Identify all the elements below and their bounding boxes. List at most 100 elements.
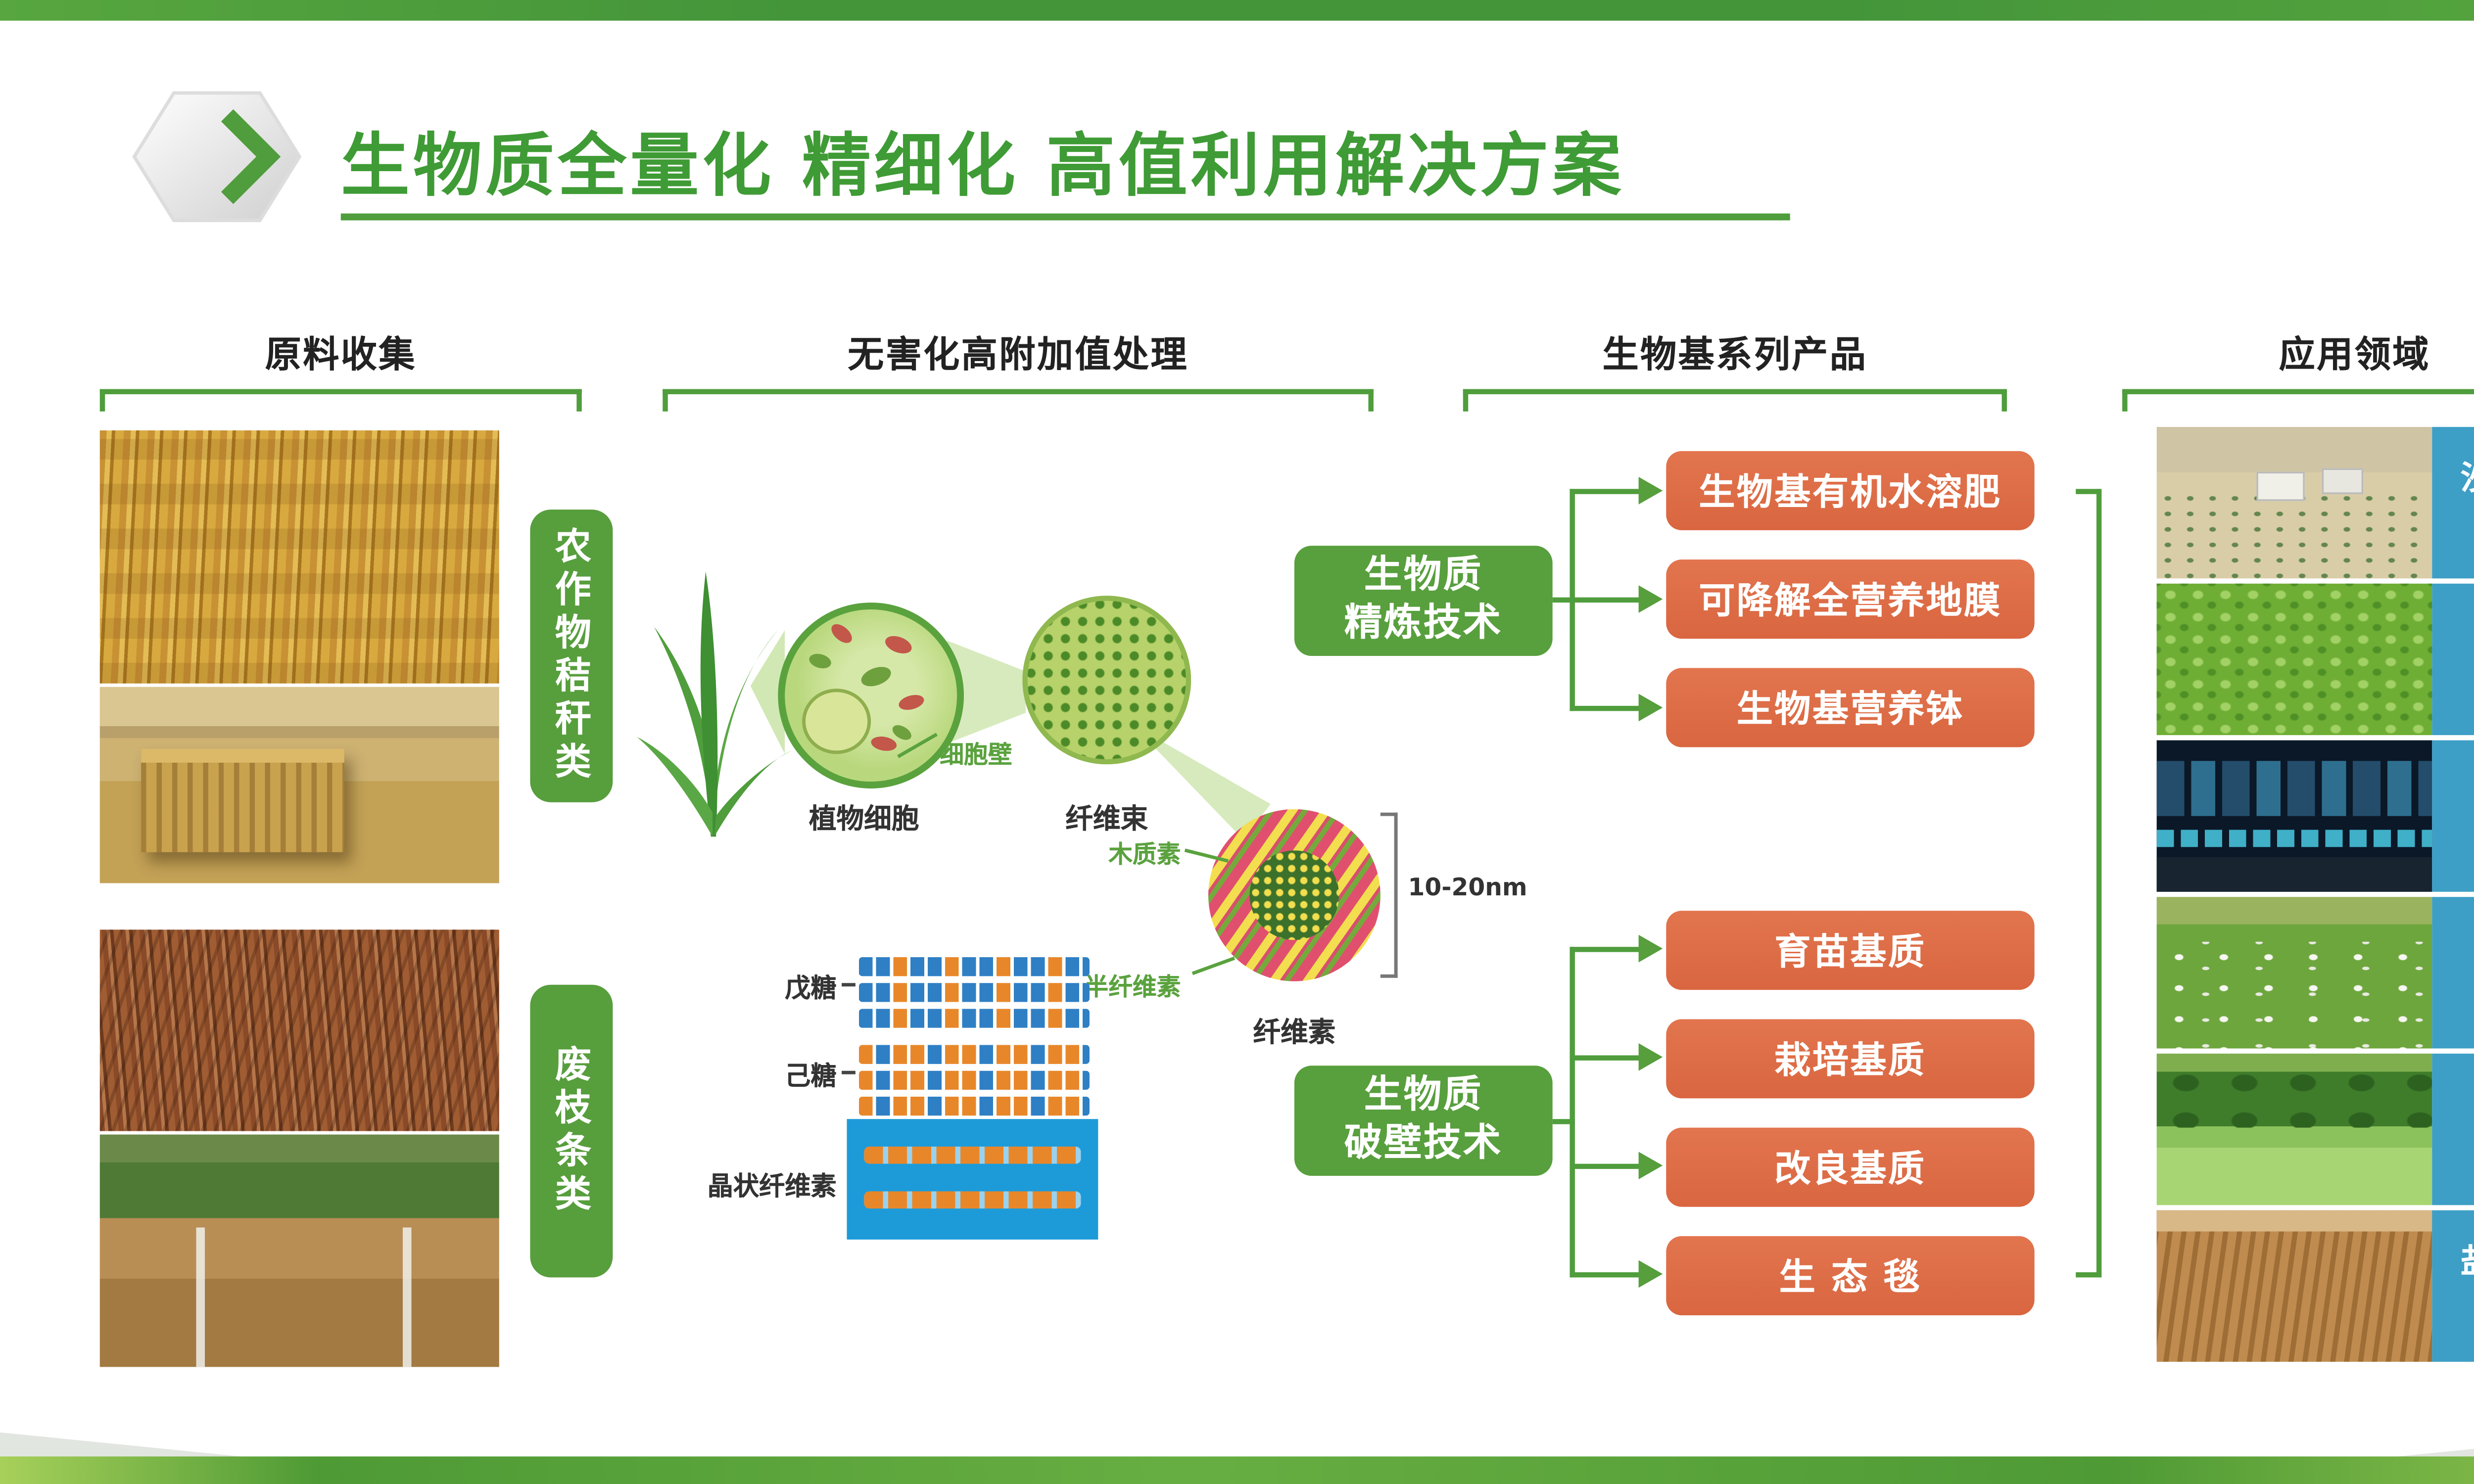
screens-band: [2156, 761, 2432, 816]
pill-refining-line1: 生物质: [1364, 554, 1483, 598]
desert-sign: [2256, 471, 2305, 501]
bottom-ribbon-right: [2363, 1432, 2474, 1460]
connector: [1552, 1119, 1575, 1124]
arrow-icon: [1638, 477, 1663, 505]
nm-scale-line: [1394, 812, 1398, 978]
pill-refining-line2: 精炼技术: [1344, 603, 1503, 646]
arrow-icon: [1638, 694, 1663, 722]
arrow-icon: [1638, 1260, 1663, 1288]
pill-breaking-line2: 破壁技术: [1344, 1122, 1503, 1166]
bracket-products: [1463, 389, 2007, 394]
pentose-dash: [842, 983, 856, 987]
hexagon-bullet-icon: [132, 91, 302, 222]
cell-nucleus: [802, 689, 871, 754]
product-label: 生物基有机水溶肥: [1699, 471, 2002, 513]
bracket-tick: [576, 389, 582, 412]
cell-organelle: [883, 633, 914, 657]
bracket-applications: [2122, 389, 2474, 394]
app-label-saline-improvement: 盐碱地 改良: [2432, 1210, 2474, 1362]
bracket-tick: [1368, 389, 1374, 412]
photo-control-room: [2156, 740, 2432, 892]
microfibril-core: [1249, 850, 1339, 940]
bracket-tick: [1463, 389, 1469, 412]
label-scale: 10-20nm: [1408, 874, 1527, 902]
photo-desert-control: [2156, 427, 2432, 579]
pentose-chain-row: [858, 983, 1090, 1002]
label-hemicellulose: 半纤维素: [1084, 974, 1181, 1002]
applications-bracket-tick: [2076, 489, 2100, 494]
hemicellulose-pointer: [1191, 956, 1236, 975]
vine-posts: [99, 1227, 499, 1367]
photo-straw-bales: [99, 687, 499, 883]
connector: [1570, 1055, 1642, 1061]
product-ecological-blanket: 生 态 毯: [1666, 1236, 2035, 1315]
label-fiber-bundle: 纤维束: [1065, 802, 1148, 835]
cell-chloroplast: [808, 651, 833, 671]
pill-refining-tech: 生物质 精炼技术: [1294, 546, 1553, 656]
label-cell-wall: 细胞壁: [940, 742, 1012, 770]
crystalline-cellulose-image: [847, 1119, 1098, 1240]
product-water-soluble-fertilizer: 生物基有机水溶肥: [1666, 451, 2035, 530]
product-seedling-substrate: 育苗基质: [1666, 911, 2035, 990]
app-label-line: 盐碱地: [2461, 1240, 2474, 1286]
app-label-agri-data: 农业 数据: [2432, 740, 2474, 892]
desert-shrub-rows: [2156, 490, 2432, 579]
pill-crop-straw: 农作物秸秆类: [530, 510, 613, 802]
sheep-dots: [2156, 942, 2432, 1049]
pentose-chain-row: [858, 1009, 1090, 1028]
cell-organelle: [828, 620, 856, 647]
product-label: 生 态 毯: [1779, 1256, 1922, 1298]
tree-canopy: [2156, 1064, 2432, 1128]
app-label-line: 沙漠化: [2461, 456, 2474, 503]
photo-corn-stalks: [99, 430, 499, 684]
hexose-dash: [842, 1070, 856, 1074]
applications-bracket-tick: [2076, 1272, 2100, 1278]
nm-scale-tick: [1380, 812, 1398, 816]
product-cultivation-substrate: 栽培基质: [1666, 1019, 2035, 1099]
product-label: 生物基营养钵: [1736, 689, 1964, 730]
top-bar: [0, 0, 2474, 21]
nm-scale-tick: [1380, 974, 1398, 978]
bracket-tick: [2122, 389, 2128, 412]
photo-cabbage-field: [2156, 583, 2432, 736]
connector: [1570, 705, 1642, 711]
pill-waste-branches: 废枝条类: [530, 984, 613, 1278]
applications-bracket: [2096, 489, 2102, 1278]
label-lignin: 木质素: [1108, 841, 1181, 870]
bracket-processing: [663, 389, 1374, 394]
header-products: 生物基系列产品: [1602, 334, 1868, 375]
product-degradable-mulch-film: 可降解全营养地膜: [1666, 559, 2035, 639]
header-processing: 无害化高附加值处理: [848, 334, 1189, 375]
connector: [1570, 947, 1642, 952]
bottom-ribbon-left: [0, 1432, 276, 1460]
app-label-fertility: 肥力 提升: [2432, 583, 2474, 736]
title-underline: [340, 213, 1790, 221]
product-label: 育苗基质: [1774, 931, 1926, 973]
console-band: [2156, 830, 2432, 847]
header-applications: 应用领域: [2279, 334, 2430, 375]
product-label: 栽培基质: [1774, 1040, 1926, 1081]
connector-trunk: [1570, 947, 1575, 1278]
connector: [1552, 597, 1575, 603]
cell-chloroplast: [858, 663, 894, 690]
plant-illustration: [637, 571, 792, 837]
cell-chloroplast: [890, 722, 914, 743]
connector: [1570, 489, 1642, 494]
connector: [1570, 1272, 1642, 1278]
connector: [1570, 1163, 1642, 1169]
photo-park-greening: [2156, 1053, 2432, 1206]
desk-band: [2156, 857, 2432, 892]
hexose-chain-row: [858, 1096, 1090, 1116]
cellulose-chain: [864, 1191, 1081, 1209]
product-nutrient-pot: 生物基营养钵: [1666, 668, 2035, 747]
label-plant-cell: 植物细胞: [809, 802, 919, 835]
photo-waste-branches: [99, 929, 499, 1131]
app-label-landscaping: 园林 绿化: [2432, 1053, 2474, 1206]
bracket-collection: [99, 389, 582, 394]
connector: [1570, 597, 1642, 603]
label-hexose: 己糖: [785, 1060, 837, 1092]
photo-saline-soil: [2156, 1210, 2432, 1362]
arrow-icon: [1638, 1152, 1663, 1180]
bracket-tick: [2001, 389, 2007, 412]
product-label: 可降解全营养地膜: [1699, 580, 2002, 622]
